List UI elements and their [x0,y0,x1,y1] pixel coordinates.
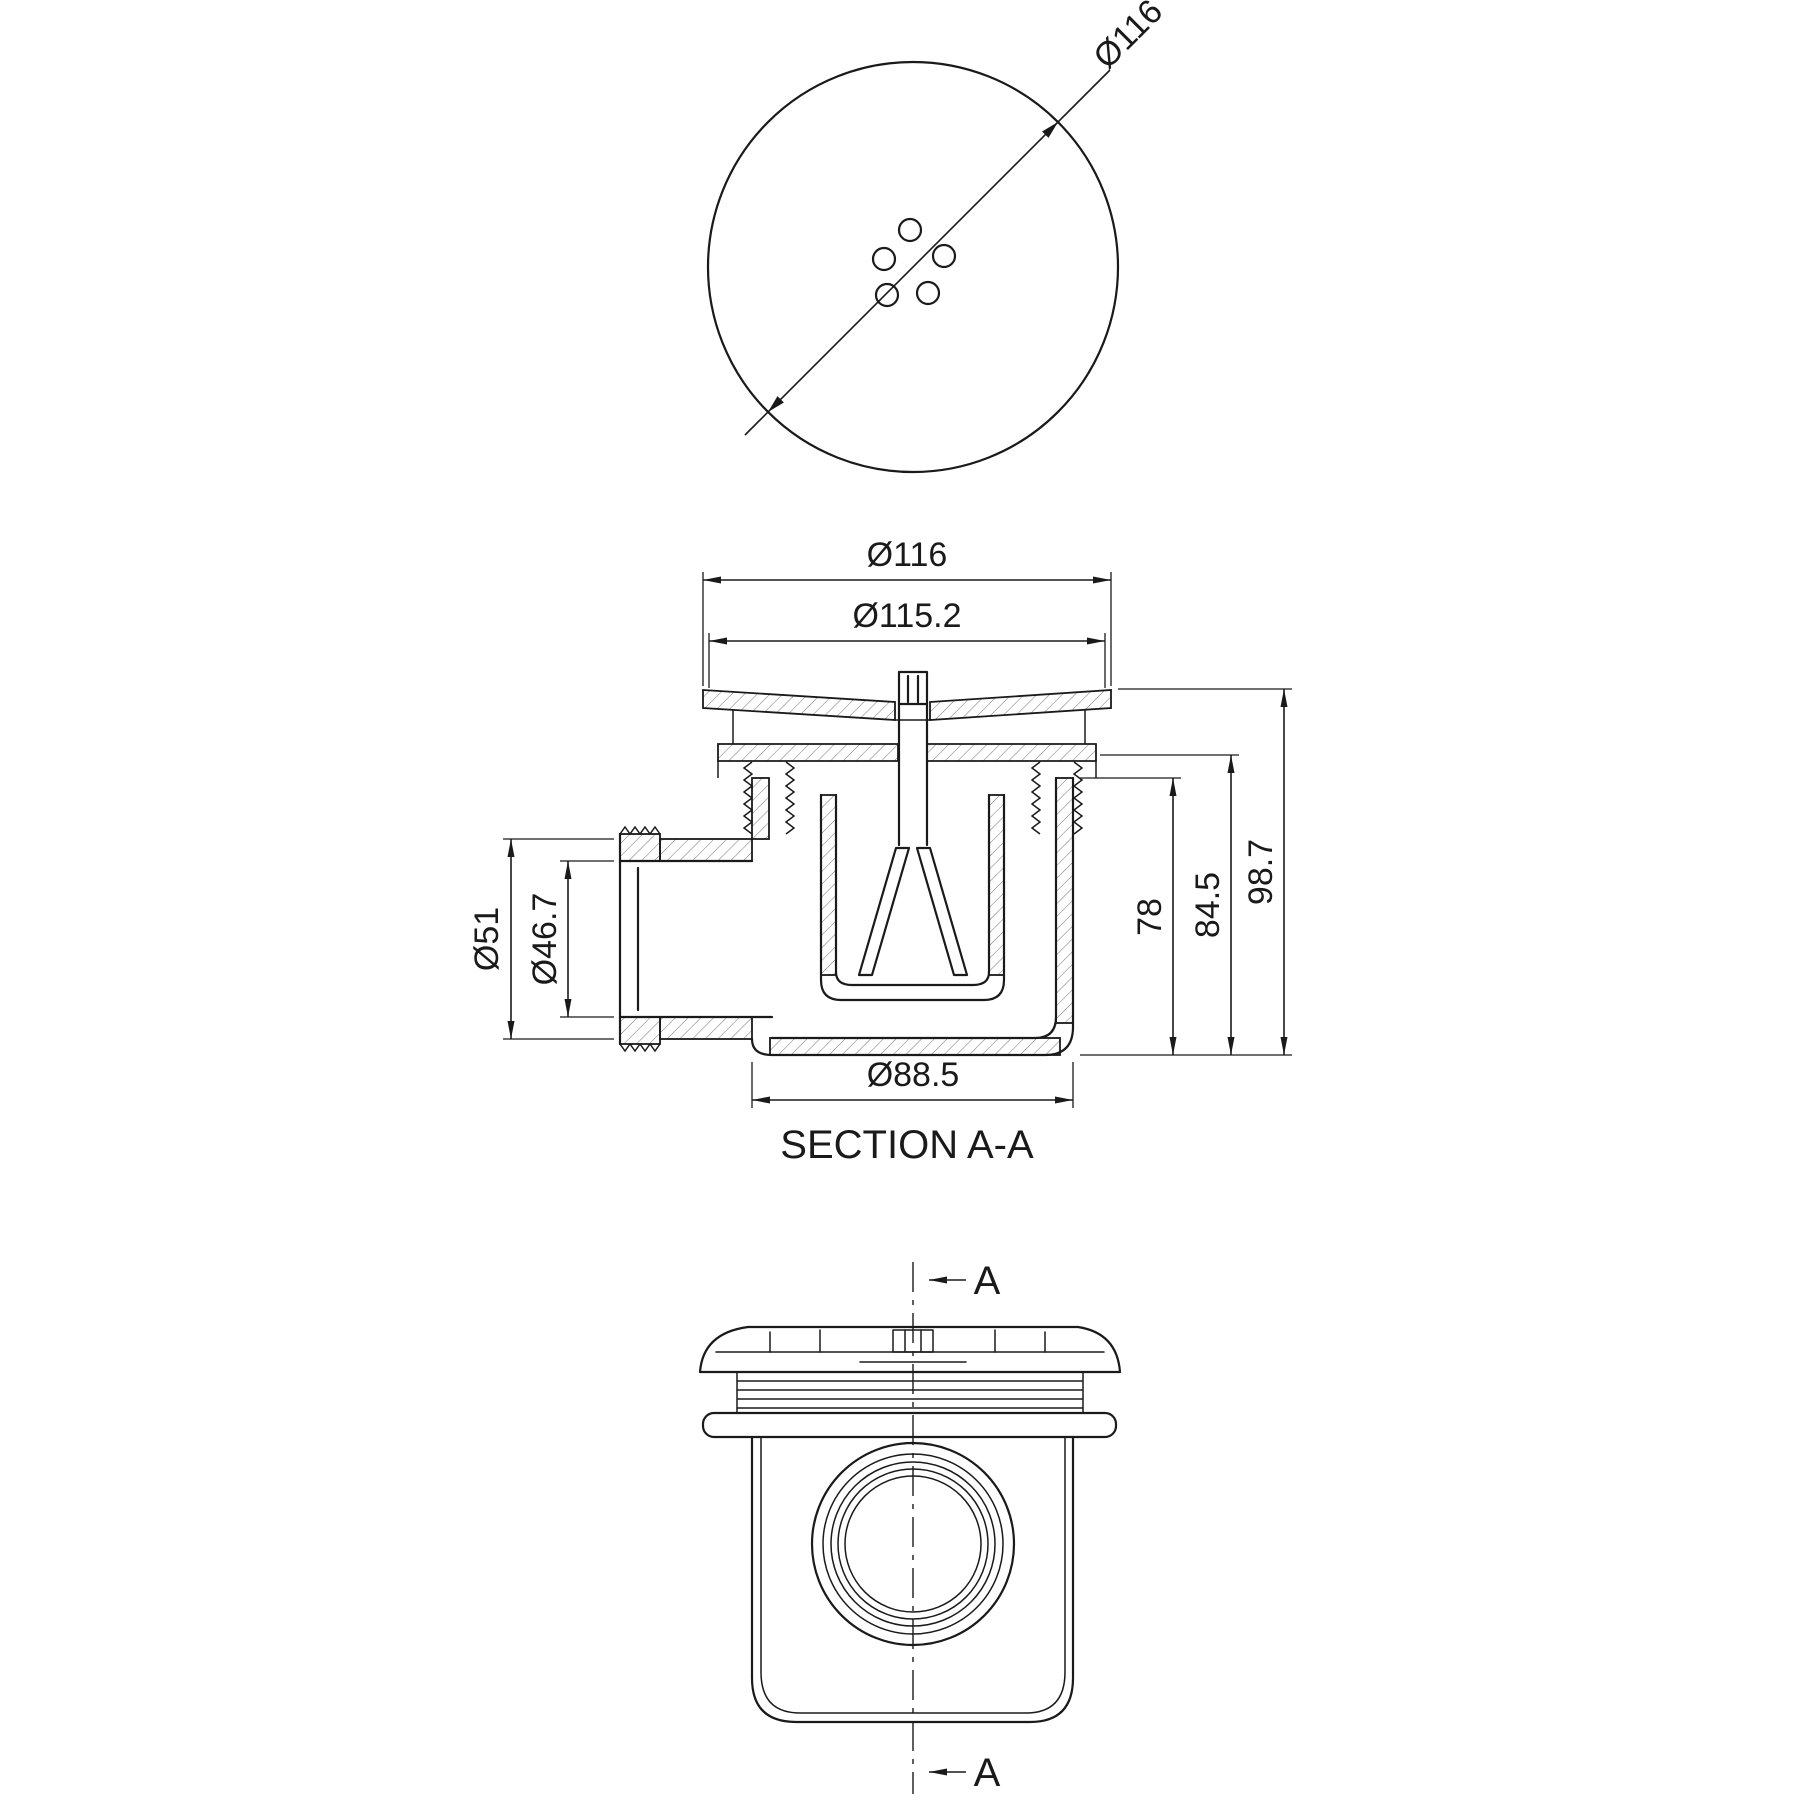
dim-label-flange-outer: Ø116 [867,536,948,574]
outlet-pipe [618,825,774,1053]
inner-cup [819,793,1006,1002]
flange-plate [702,689,1112,721]
waste-cover-outline [706,60,1120,474]
dim-label-height-inner: 78 [1131,898,1169,936]
cut-label-bottom: A [974,1751,1001,1795]
side-view: A A [698,1259,1122,1795]
drain-holes [871,217,957,308]
side-cap [698,1325,1122,1374]
dim-label-body: Ø88.5 [867,1056,960,1094]
section-view: Ø116 Ø115.2 Ø51 Ø46.7 78 [468,536,1292,1167]
dim-label-flange-inner: Ø115.2 [852,597,961,635]
outer-cup [750,776,1075,1057]
cut-arrow-top: A [929,1259,1001,1303]
diameter-dimension: Ø116 [744,0,1170,436]
dim-label-height-overall: 98.7 [1242,839,1280,905]
dim-flange-inner: Ø115.2 [708,597,1106,688]
top-diameter-label: Ø116 [1086,0,1170,76]
side-thread-collar [736,1372,1084,1413]
top-view: Ø116 [706,0,1170,474]
dim-flange-outer: Ø116 [702,536,1112,686]
dim-body: Ø88.5 [751,1056,1074,1108]
cut-label-top: A [974,1259,1001,1303]
dim-height-mid: 84.5 [1100,754,1239,1055]
cut-arrow-bottom: A [929,1751,1001,1795]
trap-prongs [857,846,969,977]
dim-label-height-mid: 84.5 [1189,872,1227,938]
section-title: SECTION A-A [780,1123,1034,1167]
dim-height-overall: 98.7 [1080,688,1292,1056]
dim-outlet-inner: Ø46.7 [526,860,614,1018]
dim-height-inner: 78 [1080,777,1181,1055]
side-flange-ring [701,1411,1118,1439]
dim-label-outlet-inner: Ø46.7 [526,893,564,986]
dim-outlet-outer: Ø51 [468,838,614,1040]
centre-stem [897,670,929,847]
under-plate [717,710,1097,778]
dim-label-outlet-outer: Ø51 [468,907,506,971]
